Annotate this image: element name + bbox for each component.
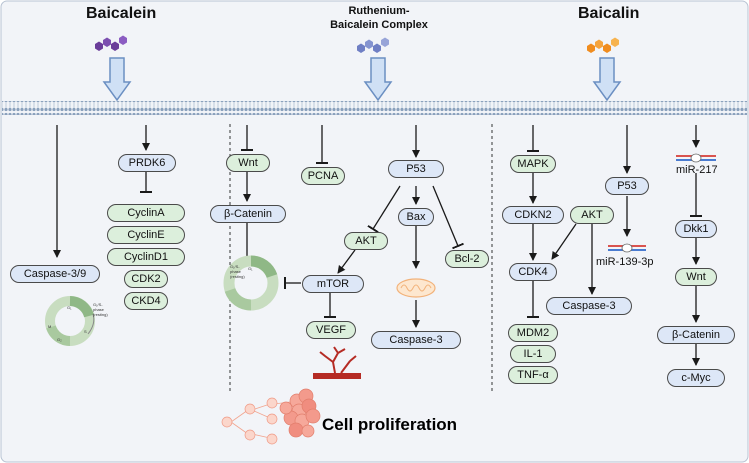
microrna-icon [676, 153, 716, 163]
node-caspase-3-middle: Caspase-3 [371, 331, 461, 349]
mitochondrion-icon [396, 278, 436, 298]
node-mtor: mTOR [302, 275, 364, 293]
down-arrow-icon [363, 57, 393, 102]
node-beta-catenin-right: β-Catenin [657, 326, 735, 344]
node-ckd4: CKD4 [124, 292, 168, 310]
node-bax: Bax [398, 208, 434, 226]
node-cdk2: CDK2 [124, 270, 168, 288]
node-cdk4: CDK4 [509, 263, 557, 281]
hexagon-molecule-icon [357, 37, 389, 53]
label-s: S [84, 329, 87, 334]
node-beta-catenin-middle: β-Catenin [210, 205, 286, 223]
microrna-icon [608, 243, 646, 253]
node-cyclina: CyclinA [107, 204, 185, 222]
label-arrest-mid-2: phase [230, 269, 241, 274]
label-mir-217: miR-217 [676, 164, 718, 176]
node-c-myc: c-Myc [667, 369, 725, 387]
cell-cycle-icon [45, 296, 95, 346]
hexagon-molecule-icon [95, 35, 127, 51]
label-arrest-mid-3: (resting) [230, 274, 245, 279]
cell-cycle-icon [223, 255, 279, 311]
cell-membrane [2, 101, 747, 115]
node-prdk6: PRDK6 [118, 154, 176, 172]
blood-vessel-icon [313, 346, 361, 379]
node-wnt-middle: Wnt [226, 154, 270, 172]
left-edges [53, 125, 152, 258]
label-g2: G₂ [57, 337, 62, 342]
label-arrest-mid-1: G₁/S- [230, 264, 240, 269]
node-dkk1: Dkk1 [675, 220, 717, 238]
right-edges [527, 125, 702, 366]
node-cycline: CyclinE [107, 226, 185, 244]
label-g1-mid: G₁ [248, 266, 253, 271]
node-cyclind1: CyclinD1 [107, 248, 185, 266]
label-g1: G₁ [67, 305, 72, 310]
down-arrow-icon [592, 57, 622, 102]
node-il-1: IL-1 [510, 345, 556, 363]
middle-edges [241, 125, 464, 328]
baicalin-title: Baicalin [578, 5, 640, 22]
label-mir-139-3p: miR-139-3p [596, 256, 654, 268]
complex-title-line2: Baicalein Complex [330, 19, 428, 31]
node-p53-middle: P53 [388, 160, 444, 178]
complex-title-line1: Ruthenium- [348, 5, 410, 17]
node-wnt-right: Wnt [675, 268, 717, 286]
node-bcl-2: Bcl-2 [445, 250, 489, 268]
hexagon-molecule-icon [587, 37, 619, 53]
node-caspase-3-right: Caspase-3 [546, 297, 632, 315]
label-arrest-2: phase [93, 307, 104, 312]
node-mdm2: MDM2 [508, 324, 558, 342]
node-caspase-3-9: Caspase-3/9 [10, 265, 100, 283]
node-akt-middle: AKT [344, 232, 388, 250]
baicalein-title: Baicalein [86, 5, 157, 22]
node-cdkn2: CDKN2 [502, 206, 564, 224]
cell-cluster-icon [221, 388, 321, 445]
label-m: M [48, 324, 52, 329]
label-arrest-1: G₁/S- [93, 302, 103, 307]
cell-proliferation-label: Cell proliferation [322, 415, 458, 434]
node-akt-right: AKT [570, 206, 614, 224]
label-arrest-3: (resting) [93, 312, 108, 317]
node-vegf: VEGF [306, 321, 356, 339]
down-arrow-icon [102, 57, 132, 102]
node-mapk: MAPK [510, 155, 556, 173]
node-p53-right: P53 [605, 177, 649, 195]
node-pcna: PCNA [301, 167, 345, 185]
node-tnf-alpha: TNF-α [508, 366, 558, 384]
